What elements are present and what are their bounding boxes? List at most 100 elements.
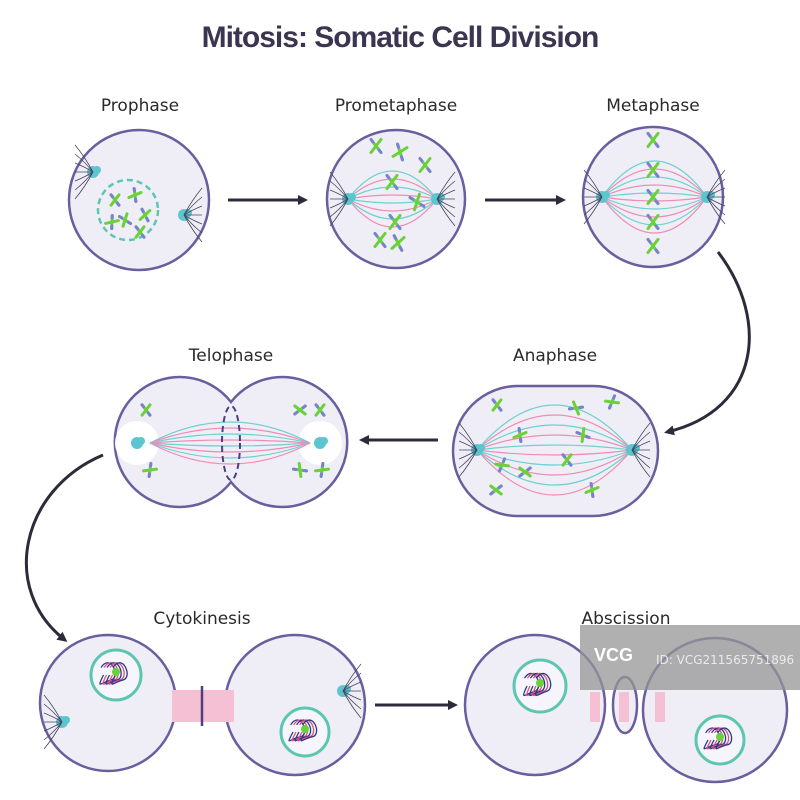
spindle-fiber xyxy=(149,427,311,444)
chromosome xyxy=(567,400,585,416)
aster-fiber xyxy=(74,171,94,191)
chromosome xyxy=(138,207,152,223)
aster-fiber xyxy=(706,196,726,225)
chromosome xyxy=(646,189,660,205)
chromatid-band xyxy=(140,207,150,223)
midbody-fragment xyxy=(590,692,600,722)
cleavage-furrow xyxy=(221,405,241,481)
chromatid-band xyxy=(140,403,152,417)
chromosome xyxy=(109,193,121,207)
chromatid-band xyxy=(117,214,133,226)
spindle-fiber xyxy=(601,196,708,210)
chromatid-band xyxy=(373,232,387,248)
aster-fiber xyxy=(436,180,456,200)
chromosome xyxy=(489,484,503,496)
aster-fiber xyxy=(458,431,478,451)
aster-fiber xyxy=(342,672,362,692)
chromosome xyxy=(493,457,511,473)
aster-fiber xyxy=(458,422,478,451)
chromatid-band xyxy=(561,453,573,467)
label-cytokinesis: Cytokinesis xyxy=(153,609,250,629)
aster-fiber xyxy=(183,214,203,234)
spindle-fiber xyxy=(601,184,708,198)
chromatin xyxy=(300,719,318,742)
spindle-fiber xyxy=(601,160,708,198)
chromatid-band xyxy=(314,403,326,417)
aster-fiber xyxy=(706,178,726,198)
spindle-fiber xyxy=(476,404,633,451)
spindle-fiber xyxy=(347,186,438,200)
chromosome xyxy=(646,214,660,230)
centrosome xyxy=(93,166,101,174)
spindle-fiber xyxy=(476,449,633,476)
chromatid-band xyxy=(385,174,399,190)
label-prophase: Prophase xyxy=(101,96,179,116)
aster-fiber xyxy=(43,703,63,723)
chromosome xyxy=(313,461,331,479)
watermark-logo: VCG xyxy=(594,645,634,665)
chromosome xyxy=(134,225,146,239)
chromosome xyxy=(418,157,432,173)
chromosome xyxy=(512,426,528,444)
aster-fiber xyxy=(43,694,63,723)
cell-prophase xyxy=(67,128,211,272)
aster-fiber xyxy=(329,198,349,209)
chromatid-band xyxy=(392,234,404,252)
aster-fiber xyxy=(458,449,478,478)
arrow-telophase-to-cytokinesis xyxy=(24,453,104,642)
chromosome xyxy=(388,214,402,230)
chromosome xyxy=(291,461,309,479)
diagram-title: Mitosis: Somatic Cell Division xyxy=(202,21,599,54)
aster-fiber xyxy=(43,721,63,741)
centrosome xyxy=(477,444,485,452)
aster-fiber xyxy=(342,690,362,710)
aster-fiber xyxy=(583,178,603,198)
nucleolus xyxy=(301,725,309,733)
cell-prometaphase xyxy=(325,128,467,270)
chromatid-band xyxy=(589,481,595,499)
chromosome xyxy=(127,186,143,204)
chromatid-band xyxy=(147,461,153,479)
spindle-fiber xyxy=(601,196,708,218)
chromatid-band xyxy=(567,405,585,411)
aster-fiber xyxy=(436,198,456,227)
aster-fiber xyxy=(436,171,456,200)
aster-fiber xyxy=(74,171,94,200)
aster-fiber xyxy=(342,681,362,692)
chromosome xyxy=(646,132,660,148)
chromosome xyxy=(385,174,399,190)
aster-fiber xyxy=(329,180,349,200)
aster-fiber xyxy=(458,440,478,451)
chromosome xyxy=(390,234,406,252)
spindle-fiber xyxy=(149,442,311,465)
arrow-metaphase-to-anaphase xyxy=(664,251,751,436)
nuclear-envelope xyxy=(96,178,160,242)
chromatid-band xyxy=(517,426,523,444)
spindle-fiber xyxy=(347,198,438,212)
chromosome xyxy=(314,403,326,417)
spindle-fiber xyxy=(347,194,438,200)
aster-fiber xyxy=(436,189,456,200)
label-telophase: Telophase xyxy=(188,346,273,366)
aster-fiber xyxy=(436,198,456,218)
aster-fiber xyxy=(74,162,94,173)
aster-fiber xyxy=(583,187,603,198)
aster-fiber xyxy=(631,449,651,460)
spindle-fiber xyxy=(149,442,311,453)
aster-fiber xyxy=(342,663,362,692)
spindle-fiber xyxy=(601,176,708,198)
spindle-fiber xyxy=(476,444,633,451)
centrosome xyxy=(320,437,328,445)
aster-fiber xyxy=(706,169,726,198)
chromatid-band xyxy=(646,189,660,205)
nucleolus xyxy=(716,733,724,741)
aster-fiber xyxy=(183,187,203,216)
nucleolus xyxy=(536,679,544,687)
aster-fiber xyxy=(342,690,362,701)
aster-fiber xyxy=(706,187,726,198)
chromosome xyxy=(140,403,152,417)
aster-fiber xyxy=(74,144,94,173)
aster-fiber xyxy=(458,449,478,469)
watermark-id: ID: VCG211565751896 xyxy=(656,653,795,667)
chromatid-band xyxy=(575,430,591,440)
